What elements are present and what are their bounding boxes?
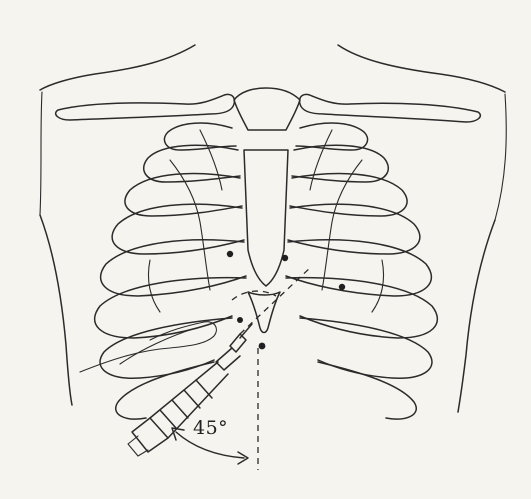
left-arm-outline bbox=[40, 92, 42, 215]
left-shoulder-outline bbox=[40, 45, 195, 90]
right-arm-outline bbox=[495, 94, 506, 220]
left-clavicle bbox=[56, 94, 235, 120]
manubrium bbox=[234, 88, 300, 130]
right-clavicle bbox=[300, 94, 481, 122]
sternum-body bbox=[244, 150, 288, 286]
right-rib-cage bbox=[286, 123, 437, 419]
xiphoid-lower-dot bbox=[259, 343, 266, 350]
right-shoulder-outline bbox=[338, 45, 505, 92]
angle-label: 45° bbox=[193, 417, 228, 439]
syringe bbox=[128, 324, 252, 456]
right-torso-outline bbox=[458, 220, 495, 412]
right-upper-landmark-dot bbox=[282, 255, 288, 261]
right-lower-landmark-dot bbox=[339, 284, 345, 290]
left-torso-outline bbox=[40, 215, 72, 405]
xiphoid-process bbox=[248, 292, 280, 333]
left-rib-cage bbox=[95, 123, 246, 419]
xiphoid-upper-dot bbox=[237, 317, 243, 323]
left-landmark-dot bbox=[227, 251, 233, 257]
